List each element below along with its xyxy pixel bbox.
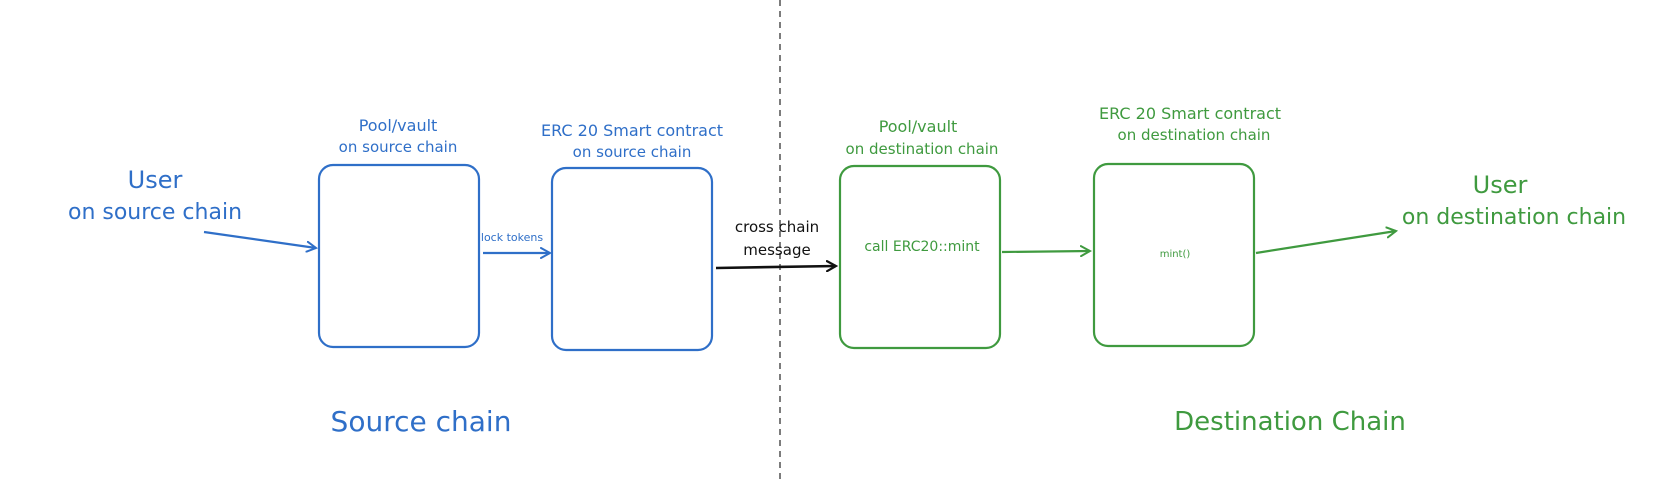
pool-to-erc20-arrow bbox=[1001, 251, 1090, 252]
dest-erc20-inner-label: mint() bbox=[1160, 249, 1191, 260]
dest-pool-box bbox=[838, 164, 1002, 350]
source-user-label-line2: on source chain bbox=[68, 200, 242, 225]
source-user-label-line1: User bbox=[128, 166, 183, 194]
source-erc20-label-line1: ERC 20 Smart contract bbox=[541, 121, 723, 140]
dest-user-label-line1: User bbox=[1473, 171, 1528, 199]
source-pool-label-line2: on source chain bbox=[339, 138, 458, 156]
source-pool-label-line1: Pool/vault bbox=[359, 116, 438, 135]
dest-pool-label-line2: on destination chain bbox=[846, 140, 999, 158]
source-erc20-label-line2: on source chain bbox=[573, 143, 692, 161]
user-to-pool-arrow bbox=[203, 230, 316, 248]
source-erc20-box bbox=[550, 166, 714, 352]
erc20-to-user-arrow bbox=[1255, 231, 1396, 255]
source-pool-box bbox=[317, 163, 481, 349]
dest-erc20-box bbox=[1092, 162, 1256, 348]
cross-chain-message-arrow bbox=[715, 266, 836, 268]
dest-erc20-label-line1: ERC 20 Smart contract bbox=[1099, 104, 1281, 123]
dest-pool-inner-label: call ERC20::mint bbox=[864, 239, 980, 255]
lock-tokens-label: lock tokens bbox=[481, 231, 543, 244]
cross-chain-message-line2: message bbox=[743, 241, 810, 259]
cross-chain-message-line1: cross chain bbox=[735, 218, 819, 236]
dest-user-label-line2: on destination chain bbox=[1402, 205, 1626, 230]
destination-chain-title: Destination Chain bbox=[1174, 407, 1406, 437]
source-chain-title: Source chain bbox=[331, 405, 512, 438]
dest-erc20-label-line2: on destination chain bbox=[1118, 126, 1271, 144]
dest-pool-label-line1: Pool/vault bbox=[879, 117, 958, 136]
